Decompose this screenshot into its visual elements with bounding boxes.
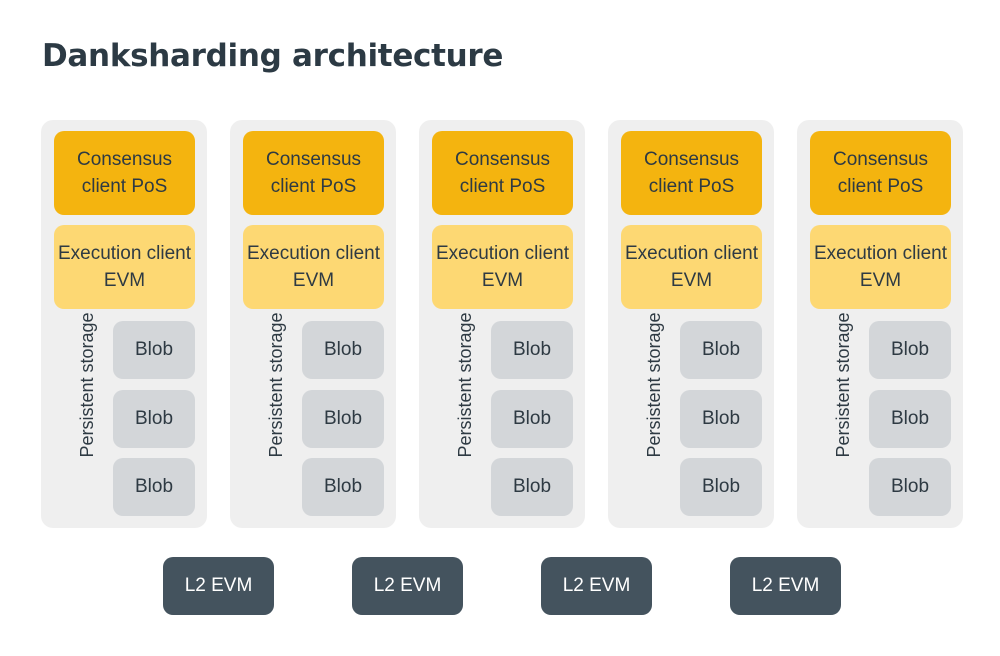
node-panel: Consensus client PoS Execution client EV… [41, 120, 207, 528]
blob-box: Blob [680, 390, 762, 448]
blob-box: Blob [680, 458, 762, 516]
blob-box: Blob [680, 321, 762, 379]
blob-box: Blob [491, 458, 573, 516]
consensus-client-box: Consensus client PoS [621, 131, 762, 215]
l2-evm-box: L2 EVM [730, 557, 841, 615]
l2-evm-box: L2 EVM [352, 557, 463, 615]
blob-box: Blob [113, 321, 195, 379]
execution-client-box: Execution client EVM [243, 225, 384, 309]
execution-client-box: Execution client EVM [432, 225, 573, 309]
node-panel: Consensus client PoS Execution client EV… [230, 120, 396, 528]
blob-box: Blob [869, 321, 951, 379]
blob-box: Blob [869, 390, 951, 448]
l2-evm-box: L2 EVM [163, 557, 274, 615]
consensus-client-box: Consensus client PoS [810, 131, 951, 215]
persistent-storage-label: Persistent storage [266, 312, 286, 458]
blob-box: Blob [491, 390, 573, 448]
persistent-storage-label: Persistent storage [455, 312, 475, 458]
blob-box: Blob [302, 458, 384, 516]
blob-box: Blob [113, 390, 195, 448]
node-row: Consensus client PoS Execution client EV… [41, 120, 963, 528]
blob-box: Blob [869, 458, 951, 516]
l2-evm-box: L2 EVM [541, 557, 652, 615]
execution-client-box: Execution client EVM [621, 225, 762, 309]
diagram-title: Danksharding architecture [42, 38, 504, 74]
node-panel: Consensus client PoS Execution client EV… [797, 120, 963, 528]
node-panel: Consensus client PoS Execution client EV… [419, 120, 585, 528]
persistent-storage-label: Persistent storage [644, 312, 664, 458]
blob-box: Blob [491, 321, 573, 379]
consensus-client-box: Consensus client PoS [54, 131, 195, 215]
persistent-storage-label: Persistent storage [77, 312, 97, 458]
node-panel: Consensus client PoS Execution client EV… [608, 120, 774, 528]
execution-client-box: Execution client EVM [54, 225, 195, 309]
blob-box: Blob [302, 321, 384, 379]
blob-box: Blob [113, 458, 195, 516]
consensus-client-box: Consensus client PoS [432, 131, 573, 215]
consensus-client-box: Consensus client PoS [243, 131, 384, 215]
l2-row: L2 EVM L2 EVM L2 EVM L2 EVM [163, 557, 841, 615]
blob-box: Blob [302, 390, 384, 448]
execution-client-box: Execution client EVM [810, 225, 951, 309]
persistent-storage-label: Persistent storage [833, 312, 853, 458]
